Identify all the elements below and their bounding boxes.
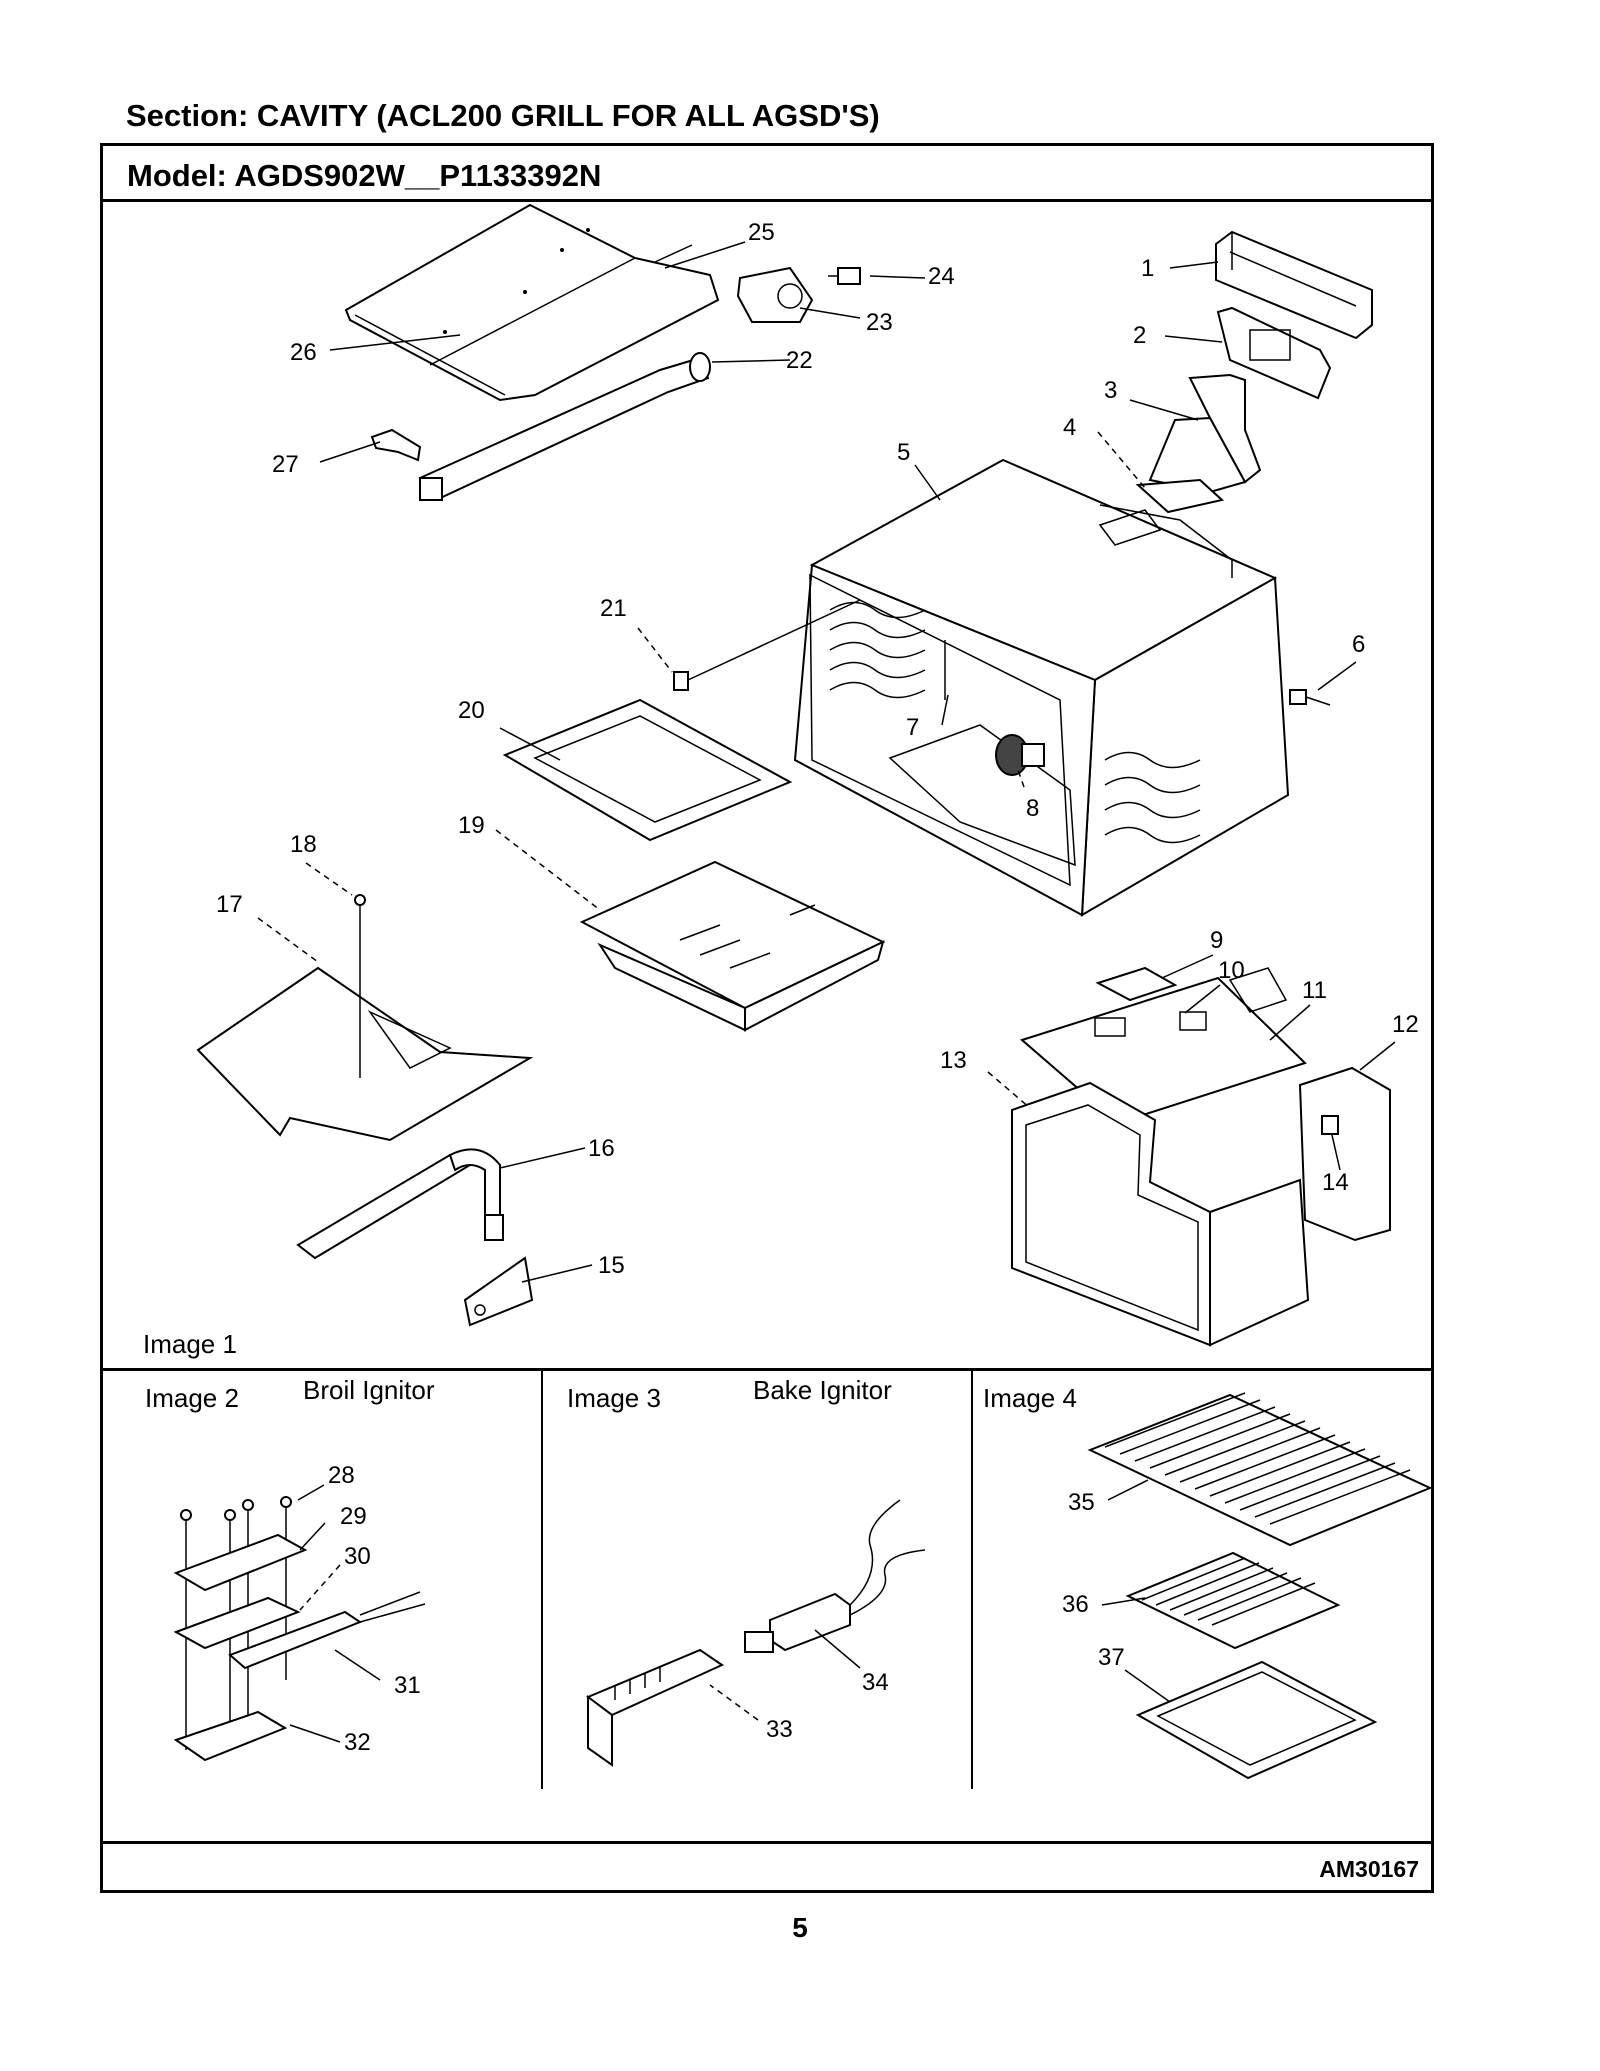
part-9-cover-plate bbox=[1095, 966, 1178, 1002]
callout-23: 23 bbox=[866, 309, 893, 336]
panel-divider bbox=[103, 1368, 1431, 1371]
part-20-bake-element-frame bbox=[502, 698, 793, 842]
part-31-broil-ignitor bbox=[228, 1591, 426, 1670]
part-16-bake-burner bbox=[296, 1148, 504, 1260]
callout-6: 6 bbox=[1352, 631, 1365, 658]
part-25-broil-pan-cover bbox=[344, 203, 720, 402]
part-5-oven-cavity bbox=[793, 458, 1290, 917]
image-1-label: Image 1 bbox=[143, 1329, 237, 1359]
callout-31: 31 bbox=[394, 1672, 421, 1699]
callout-16: 16 bbox=[588, 1135, 615, 1162]
callout-8: 8 bbox=[1026, 795, 1039, 822]
part-13-insulation-box bbox=[1011, 1081, 1310, 1347]
part-17-flame-spreader bbox=[196, 900, 534, 1142]
section-title: Section: CAVITY (ACL200 GRILL FOR ALL AG… bbox=[126, 98, 880, 133]
leader-lines bbox=[257, 241, 1396, 1743]
part-33-ignitor-shield bbox=[586, 1648, 725, 1767]
callout-13: 13 bbox=[940, 1047, 967, 1074]
callout-10: 10 bbox=[1218, 957, 1245, 984]
part-30-ignitor-bracket bbox=[173, 1596, 301, 1650]
callout-12: 12 bbox=[1392, 1011, 1419, 1038]
part-6-sensor-clip bbox=[1289, 689, 1331, 706]
model-title: Model: AGDS902W__P1133392N bbox=[127, 158, 602, 193]
callout-11: 11 bbox=[1302, 977, 1327, 1004]
page-number: 5 bbox=[792, 1912, 808, 1943]
diagram-frame: Model: AGDS902W__P1133392N Image 1 Image… bbox=[100, 143, 1434, 1893]
callout-27: 27 bbox=[272, 451, 299, 478]
callout-21: 21 bbox=[600, 595, 627, 622]
part-27-bracket bbox=[370, 428, 422, 462]
callout-15: 15 bbox=[598, 1252, 625, 1279]
part-4-gasket bbox=[1135, 478, 1225, 514]
panel-divider-left bbox=[541, 1371, 543, 1789]
part-34-bake-ignitor bbox=[744, 1499, 926, 1653]
image-4-label: Image 4 bbox=[983, 1383, 1077, 1413]
part-35-oven-rack bbox=[1087, 1392, 1433, 1547]
callout-7: 7 bbox=[906, 714, 919, 741]
callout-labels: 1 2 3 4 5 6 7 8 9 10 11 12 13 14 15 16 1… bbox=[216, 219, 1419, 1756]
part-36-broil-grid bbox=[1125, 1551, 1341, 1650]
callout-3: 3 bbox=[1104, 377, 1117, 404]
part-8-light-socket bbox=[995, 734, 1045, 776]
part-15-burner-bracket bbox=[463, 1256, 534, 1327]
part-22-broil-burner bbox=[418, 352, 711, 502]
image-3-label: Image 3 bbox=[567, 1383, 661, 1413]
callout-32: 32 bbox=[344, 1729, 371, 1756]
callout-19: 19 bbox=[458, 812, 485, 839]
callout-24: 24 bbox=[928, 263, 955, 290]
document-id: AM30167 bbox=[1319, 1856, 1419, 1882]
callout-20: 20 bbox=[458, 697, 485, 724]
callout-14: 14 bbox=[1322, 1169, 1349, 1196]
callout-9: 9 bbox=[1210, 927, 1223, 954]
footer-divider bbox=[103, 1841, 1431, 1844]
callout-33: 33 bbox=[766, 1716, 793, 1743]
panel-divider-right bbox=[971, 1371, 973, 1789]
callout-28: 28 bbox=[328, 1462, 355, 1489]
callout-4: 4 bbox=[1063, 414, 1076, 441]
broil-ignitor-caption: Broil Ignitor bbox=[303, 1375, 435, 1405]
part-2-vent-cover bbox=[1216, 306, 1332, 400]
callout-26: 26 bbox=[290, 339, 317, 366]
callout-29: 29 bbox=[340, 1503, 367, 1530]
part-3-vent-duct bbox=[1148, 373, 1262, 494]
part-19-burner-box bbox=[579, 860, 886, 1032]
callout-1: 1 bbox=[1141, 255, 1154, 282]
callout-18: 18 bbox=[290, 831, 317, 858]
callout-22: 22 bbox=[786, 347, 813, 374]
part-37-broil-pan bbox=[1135, 1660, 1378, 1780]
callout-37: 37 bbox=[1098, 1644, 1125, 1671]
bake-ignitor-caption: Bake Ignitor bbox=[753, 1375, 892, 1405]
callout-30: 30 bbox=[344, 1543, 371, 1570]
callout-25: 25 bbox=[748, 219, 775, 246]
part-21-clip bbox=[673, 599, 861, 691]
callout-5: 5 bbox=[897, 439, 910, 466]
callout-35: 35 bbox=[1068, 1489, 1095, 1516]
callout-34: 34 bbox=[862, 1669, 889, 1696]
part-18-screw bbox=[354, 894, 366, 906]
part-32-mounting-base bbox=[173, 1710, 288, 1762]
part-29-cover-plate bbox=[173, 1533, 308, 1592]
part-12-junction-box bbox=[1298, 1066, 1391, 1242]
callout-2: 2 bbox=[1133, 322, 1146, 349]
image-2-label: Image 2 bbox=[145, 1383, 239, 1413]
part-24-orifice-fitting bbox=[828, 267, 861, 285]
part-14-terminal-clip bbox=[1321, 1115, 1339, 1135]
callout-17: 17 bbox=[216, 891, 243, 918]
model-bar: Model: AGDS902W__P1133392N bbox=[103, 146, 1431, 202]
callout-36: 36 bbox=[1062, 1591, 1089, 1618]
part-23-mounting-plate bbox=[736, 266, 814, 323]
part-1-vent-trim bbox=[1215, 230, 1373, 340]
